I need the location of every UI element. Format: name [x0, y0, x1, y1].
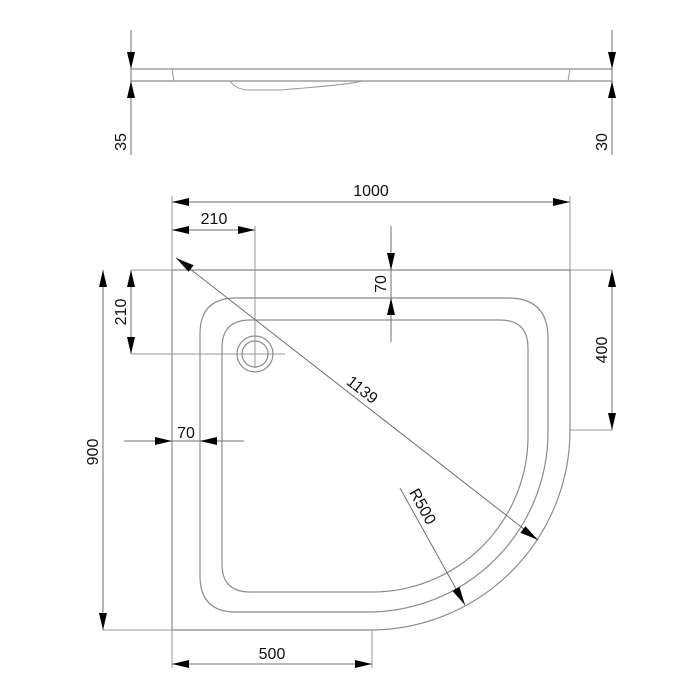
tray-outline — [171, 269, 571, 631]
arrow-left — [172, 198, 189, 206]
arrow-up — [608, 270, 616, 287]
arrow-down — [99, 613, 107, 630]
arrow-right — [238, 226, 255, 234]
arrow-diagonal-start — [176, 258, 194, 272]
arrow-down — [127, 52, 135, 69]
arrow-up — [608, 81, 616, 98]
arrow-left — [172, 226, 189, 234]
drain-offset-y-label: 210 — [113, 299, 130, 326]
rim-top-label: 70 — [373, 275, 390, 293]
drain-inner-ring — [241, 340, 269, 368]
arrow-left — [172, 660, 189, 668]
arrow-up — [127, 270, 135, 287]
drain-profile — [229, 80, 363, 91]
radius-leader-line — [399, 487, 466, 606]
left-height-label: 35 — [113, 133, 130, 151]
side-view: 35 30 — [113, 30, 616, 155]
rim-inner-outline — [221, 319, 529, 593]
rim-left-label: 70 — [177, 425, 195, 442]
overall-width-label: 1000 — [353, 183, 389, 200]
arrow-right — [155, 437, 172, 445]
arrow-down — [387, 253, 395, 270]
diagonal-dimension-line — [175, 257, 539, 541]
arrow-diagonal-end — [520, 526, 538, 540]
straight-front-label: 500 — [259, 646, 286, 663]
arrow-radius — [452, 587, 465, 605]
arrow-up — [127, 81, 135, 98]
tray-slope-lines — [171, 68, 571, 82]
right-height-label: 30 — [594, 133, 611, 151]
plan-view: 1000 210 210 900 70 70 400 — [85, 183, 616, 668]
rim-outer-outline — [199, 297, 549, 613]
arrow-down — [608, 413, 616, 430]
drain-offset-x-label: 210 — [201, 211, 228, 228]
arrow-right — [553, 198, 570, 206]
drain-outer-ring — [236, 335, 274, 373]
straight-side-label: 400 — [594, 337, 611, 364]
overall-depth-label: 900 — [85, 439, 102, 466]
arrow-right — [355, 660, 372, 668]
arrow-left — [200, 437, 217, 445]
arrow-up — [387, 298, 395, 315]
arrow-down — [608, 52, 616, 69]
arrow-up — [99, 270, 107, 287]
arrow-down — [127, 337, 135, 354]
